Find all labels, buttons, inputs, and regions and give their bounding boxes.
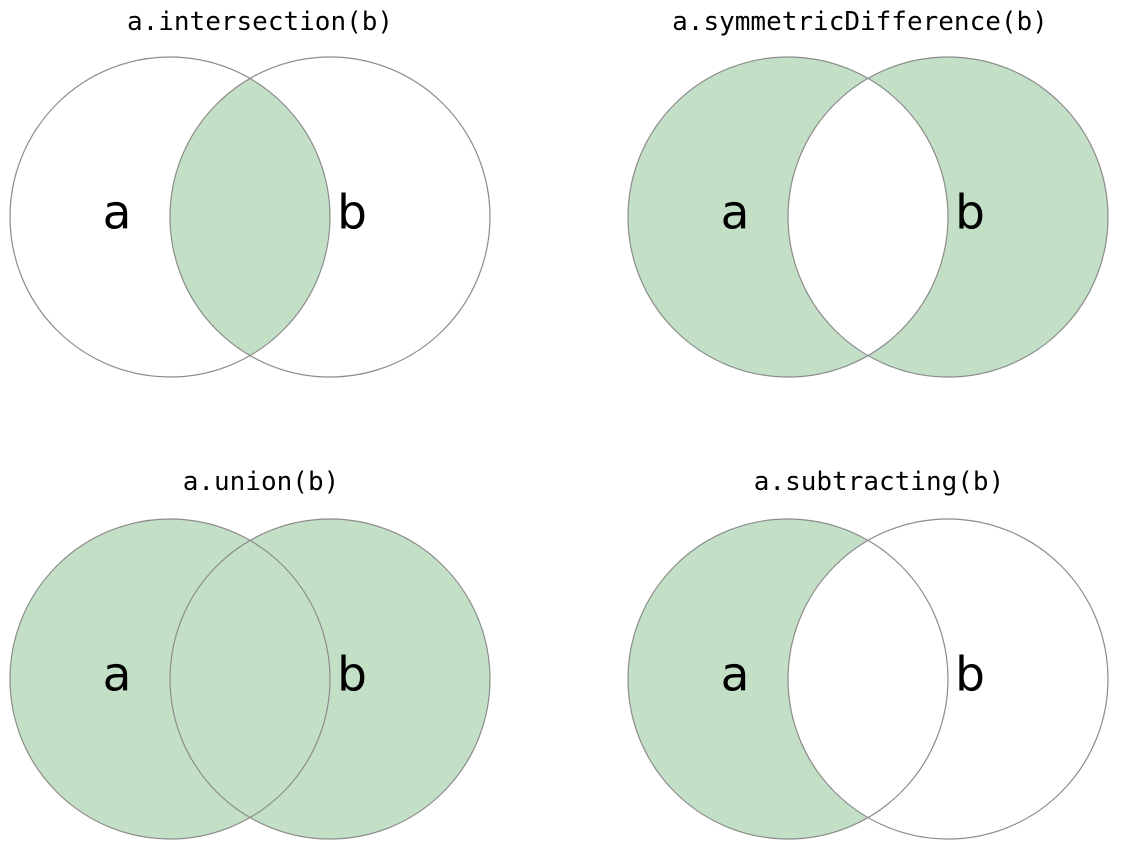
circle-a-outline [627,56,949,378]
diagram-title: a.symmetricDifference(b) [672,7,1048,37]
set-a-label: a [721,186,750,241]
diagram-title: a.subtracting(b) [753,467,1005,497]
circle-a-outline [9,56,331,378]
set-b-label: b [955,648,985,703]
circle-b-outline [169,56,491,378]
venn-diagram-symmetric-difference: a b [627,56,1109,378]
intersection-region [788,78,948,356]
intersection-region [170,78,330,356]
set-b-label: b [955,186,985,241]
circle-a-outline [9,518,331,840]
diagram-title: a.union(b) [182,467,340,497]
venn-diagram-intersection: a b [9,56,491,378]
venn-cell-symmetric-difference: a.symmetricDifference(b) a b [561,0,1122,425]
circle-b-outline [787,518,1109,840]
circle-a-outline [627,518,949,840]
set-a-label: a [103,648,132,703]
venn-diagram-subtracting: a b [627,518,1109,840]
set-a-label: a [721,648,750,703]
venn-diagram-union: a b [9,518,491,840]
intersection-region [788,540,948,818]
intersection-region [170,540,330,818]
set-b-label: b [337,186,367,241]
diagram-title: a.intersection(b) [126,7,394,37]
set-a-label: a [103,186,132,241]
set-b-label: b [337,648,367,703]
venn-cell-union: a.union(b) a b [0,426,561,851]
circle-b-outline [169,518,491,840]
circle-b-outline [787,56,1109,378]
venn-cell-intersection: a.intersection(b) a b [0,0,561,425]
venn-cell-subtracting: a.subtracting(b) a b [561,426,1122,851]
